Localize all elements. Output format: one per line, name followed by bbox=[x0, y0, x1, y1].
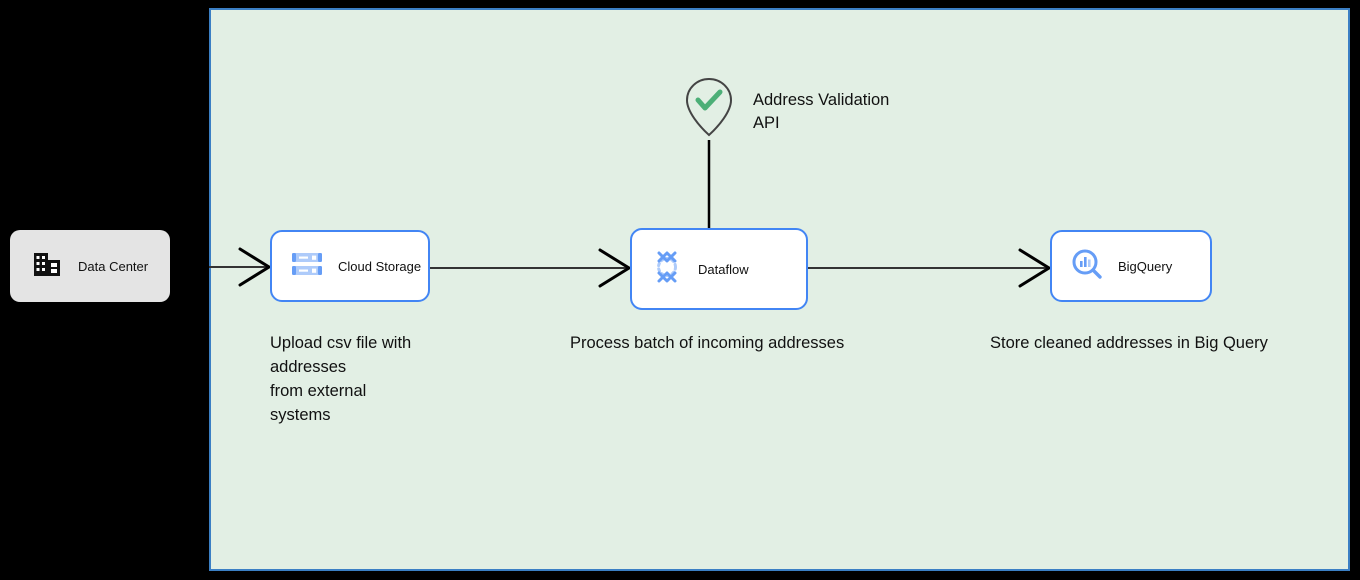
node-dataflow-label: Dataflow bbox=[698, 261, 749, 277]
caption-store: Store cleaned addresses in Big Query bbox=[990, 334, 1268, 352]
node-cloud-storage[interactable]: Cloud Storage bbox=[270, 230, 430, 302]
cloud-storage-icon bbox=[290, 247, 324, 286]
caption-upload: Upload csv file with addresses from exte… bbox=[270, 334, 412, 424]
dataflow-icon bbox=[650, 250, 684, 289]
node-dataflow[interactable]: Dataflow bbox=[630, 228, 808, 310]
node-data-center[interactable]: Data Center bbox=[10, 230, 170, 302]
node-bigquery-label: BigQuery bbox=[1118, 258, 1173, 274]
building-icon bbox=[32, 249, 62, 284]
node-bigquery[interactable]: BigQuery bbox=[1050, 230, 1212, 302]
node-data-center-label: Data Center bbox=[78, 258, 149, 274]
caption-process: Process batch of incoming addresses bbox=[570, 334, 845, 352]
address-validation-api-label: Address Validation API bbox=[753, 91, 890, 132]
node-cloud-storage-label: Cloud Storage bbox=[338, 258, 422, 274]
map-pin-check-icon bbox=[681, 76, 737, 143]
bigquery-icon bbox=[1070, 247, 1104, 286]
address-validation-api-annotation: Address Validation API bbox=[681, 76, 889, 143]
